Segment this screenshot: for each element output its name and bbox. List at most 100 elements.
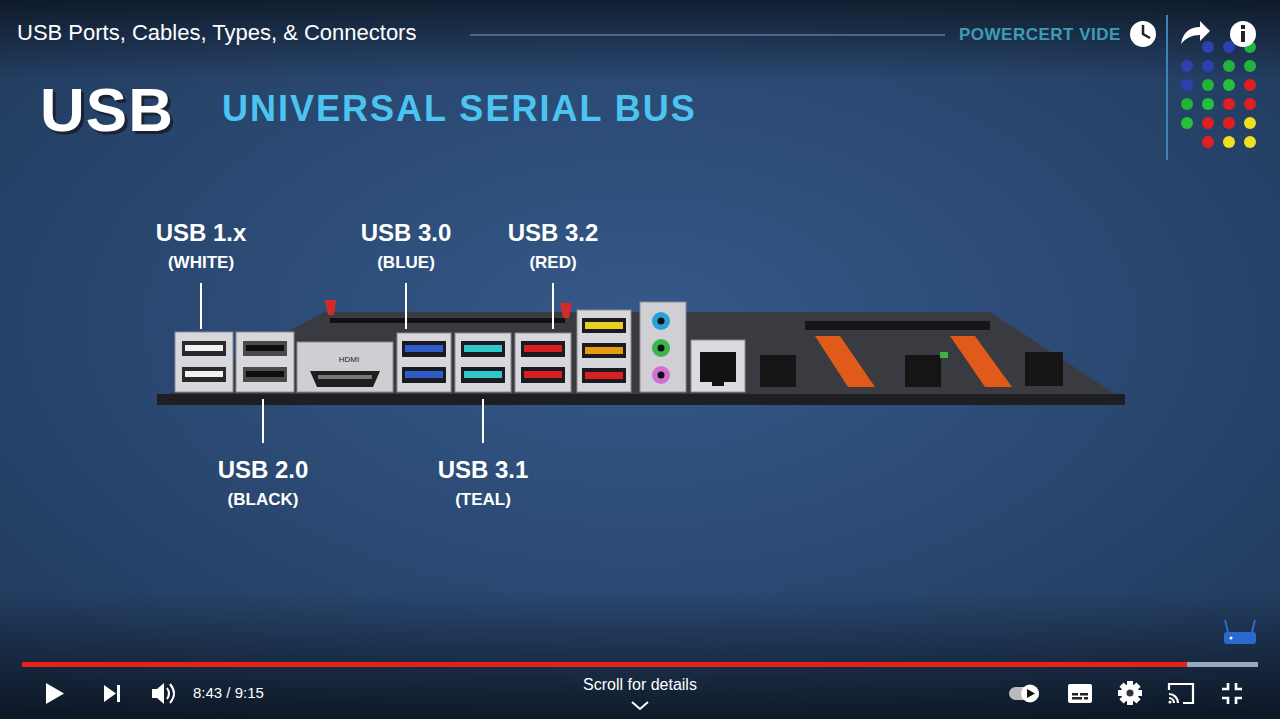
player-controls-part	[1072, 697, 1082, 700]
player-controls-part	[1127, 690, 1134, 697]
player-controls-part	[1080, 693, 1088, 696]
motherboard-part	[950, 336, 1012, 387]
motherboard	[157, 300, 1125, 405]
router-icon	[1224, 620, 1256, 644]
player-controls-part	[117, 685, 120, 702]
usb-color-stack-part	[585, 347, 623, 354]
usb-3-2-ports	[515, 333, 571, 392]
player-controls-part	[1118, 690, 1142, 696]
usb-3-2-ports-part	[524, 345, 562, 352]
dot-grid-logo	[1181, 41, 1256, 148]
motherboard-part	[815, 336, 875, 387]
callout-color: (BLACK)	[228, 490, 299, 510]
audio-jacks-part	[652, 366, 670, 384]
player-controls-part	[1119, 682, 1140, 703]
motherboard-part	[560, 303, 572, 318]
usb-2-ports-part	[236, 332, 294, 392]
player-controls-part	[1027, 689, 1035, 698]
callout-color: (BLUE)	[377, 253, 435, 273]
usb-2-ports-part	[243, 367, 287, 382]
usb-1x-ports	[175, 332, 233, 392]
player-controls-part	[104, 685, 116, 702]
progress-bar-part	[22, 662, 1187, 667]
motherboard-part	[805, 321, 990, 330]
usb-3-0-ports-part	[397, 333, 451, 392]
hdmi-port	[297, 342, 393, 392]
dot-grid-logo-part	[1202, 117, 1214, 129]
dot-grid-logo-part	[1181, 117, 1193, 129]
dot-grid-logo-part	[1202, 60, 1214, 72]
leader-lines-part	[262, 399, 264, 443]
usb-2-ports-part	[243, 341, 287, 356]
usb-3-1-ports-part	[464, 371, 502, 378]
audio-jacks	[640, 302, 686, 392]
usb-2-ports-part	[246, 371, 284, 377]
player-controls-part	[1169, 684, 1193, 703]
background-part	[0, 0, 1280, 80]
motherboard-part	[905, 355, 941, 387]
usb-3-2-ports-part	[521, 367, 565, 383]
scroll-hint: Scroll for details	[583, 676, 697, 694]
dot-grid-logo-part	[1223, 41, 1235, 53]
callout-name: USB 3.2	[508, 219, 599, 247]
usb-3-0-ports-part	[405, 345, 443, 352]
usb-3-2-ports-part	[515, 333, 571, 392]
motherboard-part	[940, 352, 948, 358]
player-controls-part	[632, 702, 648, 709]
usb-1x-ports-part	[175, 332, 233, 392]
dot-grid-logo-part	[1244, 117, 1256, 129]
usb-1x-ports-part	[182, 341, 226, 356]
title-rule-part	[470, 34, 945, 36]
player-controls-part	[1169, 694, 1178, 703]
player-top-icons-part	[1143, 25, 1150, 38]
usb-3-1-ports-part	[461, 367, 505, 383]
usb-3-2-ports-part	[521, 341, 565, 357]
player-top-icons-part	[1181, 21, 1210, 44]
player-controls-part	[152, 683, 164, 704]
player-controls-part	[1072, 693, 1078, 696]
usb-2-ports-part	[246, 345, 284, 351]
callout-name: USB 2.0	[218, 456, 309, 484]
title-rule	[470, 15, 1167, 160]
dot-grid-logo-part	[1181, 98, 1193, 110]
progress-bar-part	[22, 662, 1258, 667]
hdmi-port-part	[310, 371, 380, 387]
callout-name: USB 3.1	[438, 456, 529, 484]
dot-grid-logo-part	[1181, 79, 1193, 91]
dot-grid-logo-part	[1244, 60, 1256, 72]
progress-bar	[22, 662, 1258, 667]
audio-jacks-part	[640, 302, 686, 392]
hdmi-port-part	[297, 342, 393, 392]
motherboard-part	[760, 355, 796, 387]
usb-3-2-ports-part	[524, 371, 562, 378]
router-icon-part	[1225, 620, 1228, 632]
dot-grid-logo-part	[1202, 41, 1214, 53]
port-box: HDMI	[297, 342, 401, 392]
dot-grid-logo-part	[1244, 98, 1256, 110]
port-label: HDMI	[297, 356, 401, 365]
dot-grid-logo-part	[1223, 79, 1235, 91]
usb-2-ports	[236, 332, 294, 392]
usb-3-0-ports-part	[405, 371, 443, 378]
usb-3-0-ports	[397, 333, 451, 392]
player-top-icons-part	[1241, 25, 1245, 29]
ethernet-port-part	[712, 382, 724, 386]
player-controls-part	[46, 683, 64, 704]
motherboard-part	[1025, 352, 1063, 386]
motherboard-part	[330, 318, 565, 323]
player-controls-part	[1222, 683, 1242, 704]
ethernet-port	[691, 340, 745, 392]
dot-grid-logo-part	[1223, 60, 1235, 72]
callout-name: USB 1.x	[156, 219, 247, 247]
usb-3-1-ports-part	[464, 345, 502, 352]
background-part	[0, 590, 1280, 719]
dot-grid-logo-part	[1202, 79, 1214, 91]
dot-grid-logo-part	[1181, 60, 1193, 72]
audio-jacks-part	[658, 345, 665, 352]
usb-3-0-ports-part	[402, 367, 446, 383]
player-controls-part	[170, 684, 174, 703]
usb-color-stack	[577, 310, 631, 392]
player-controls-part	[1168, 700, 1171, 703]
usb-3-1-ports	[455, 333, 511, 392]
